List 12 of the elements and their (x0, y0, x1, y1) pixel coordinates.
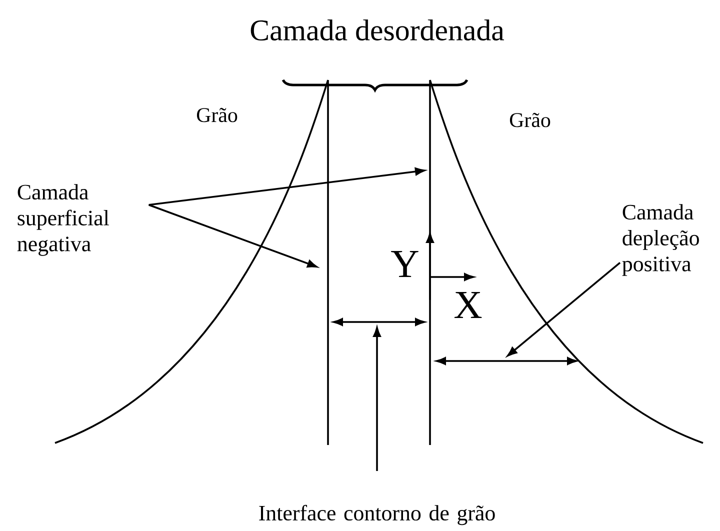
region-label: Grão (196, 108, 238, 122)
axis-label: X (454, 292, 482, 318)
callout-text: Camada depleção positiva (622, 204, 699, 276)
callout-text: Camada superficial negativa (17, 184, 109, 256)
leader-line (373, 327, 381, 471)
leader-line (148, 168, 425, 206)
axis-label: Y (391, 250, 418, 278)
callout-text: Interface contorno de grão (259, 504, 495, 526)
region-label: Grão (510, 112, 550, 128)
leader-line (148, 204, 318, 268)
leader-line (507, 262, 621, 356)
heading: Camada desordenada (250, 19, 504, 41)
